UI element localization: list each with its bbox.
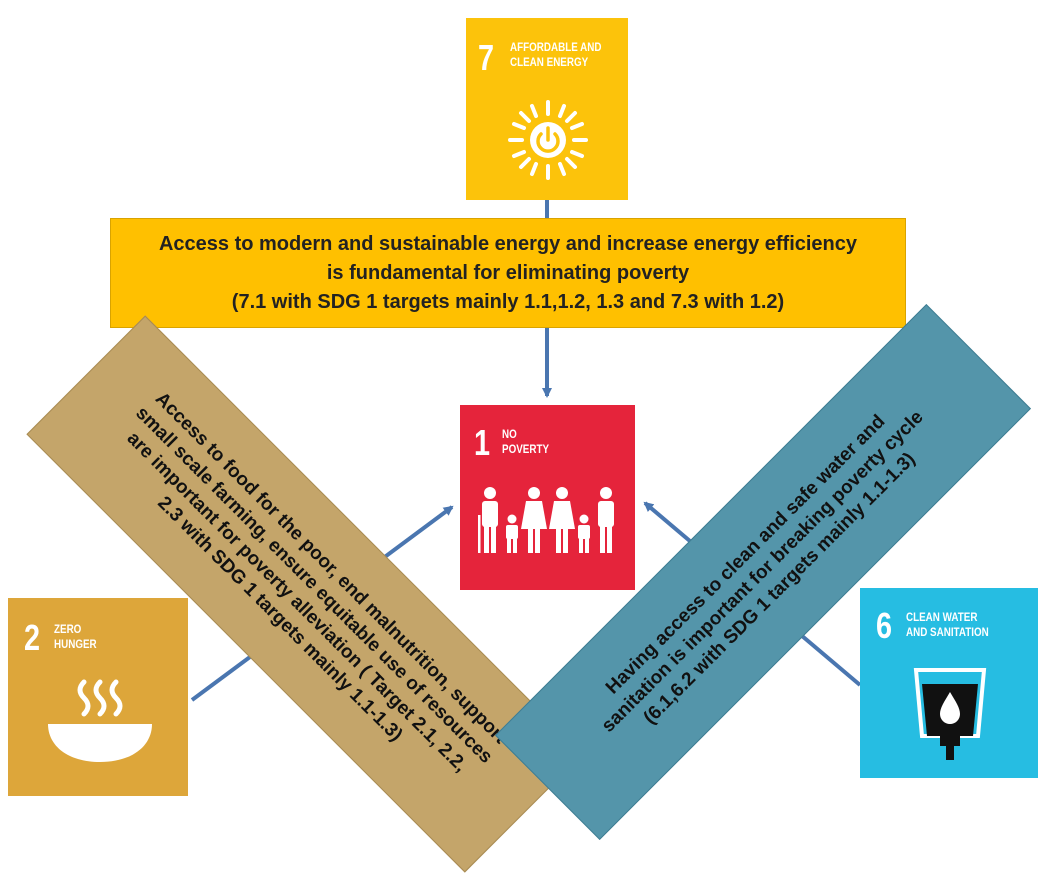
sdg7-tile: 7 AFFORDABLE AND CLEAN ENERGY — [466, 18, 628, 200]
sdg7-title-line: CLEAN ENERGY — [510, 55, 589, 69]
bowl-icon — [48, 679, 152, 762]
sdg7-title-line: AFFORDABLE AND — [510, 40, 602, 54]
sdg7-title: AFFORDABLE AND CLEAN ENERGY — [510, 40, 601, 70]
sdg2-number: 2 — [24, 617, 41, 658]
sdg1-title: NO POVERTY — [502, 427, 549, 457]
sdg2-title-line: ZERO — [54, 622, 82, 636]
sdg2-title-line: HUNGER — [54, 637, 97, 651]
energy-link-line: (7.1 with SDG 1 targets mainly 1.1,1.2, … — [231, 290, 785, 313]
sun-power-icon — [508, 100, 588, 180]
sdg7-number: 7 — [478, 37, 495, 78]
sdg6-title-line: AND SANITATION — [906, 625, 989, 639]
family-icon — [478, 487, 614, 553]
sdg2-tile: 2 ZERO HUNGER — [8, 598, 188, 796]
sdg2-title: ZERO HUNGER — [54, 622, 97, 652]
energy-link-box: Access to modern and sustainable energy … — [110, 218, 906, 328]
sdg1-tile: 1 NO POVERTY — [460, 405, 635, 590]
sdg1-number: 1 — [474, 422, 491, 463]
sdg1-title-line: POVERTY — [502, 442, 550, 456]
sdg6-title-line: CLEAN WATER — [906, 610, 978, 624]
water-glass-icon — [913, 668, 987, 760]
sdg1-title-line: NO — [502, 427, 517, 441]
sdg6-title: CLEAN WATER AND SANITATION — [906, 610, 989, 640]
energy-link-line: is fundamental for eliminating poverty — [326, 261, 690, 284]
sdg6-number: 6 — [876, 605, 893, 646]
sdg6-tile: 6 CLEAN WATER AND SANITATION — [860, 588, 1038, 778]
energy-link-line: Access to modern and sustainable energy … — [158, 232, 858, 255]
